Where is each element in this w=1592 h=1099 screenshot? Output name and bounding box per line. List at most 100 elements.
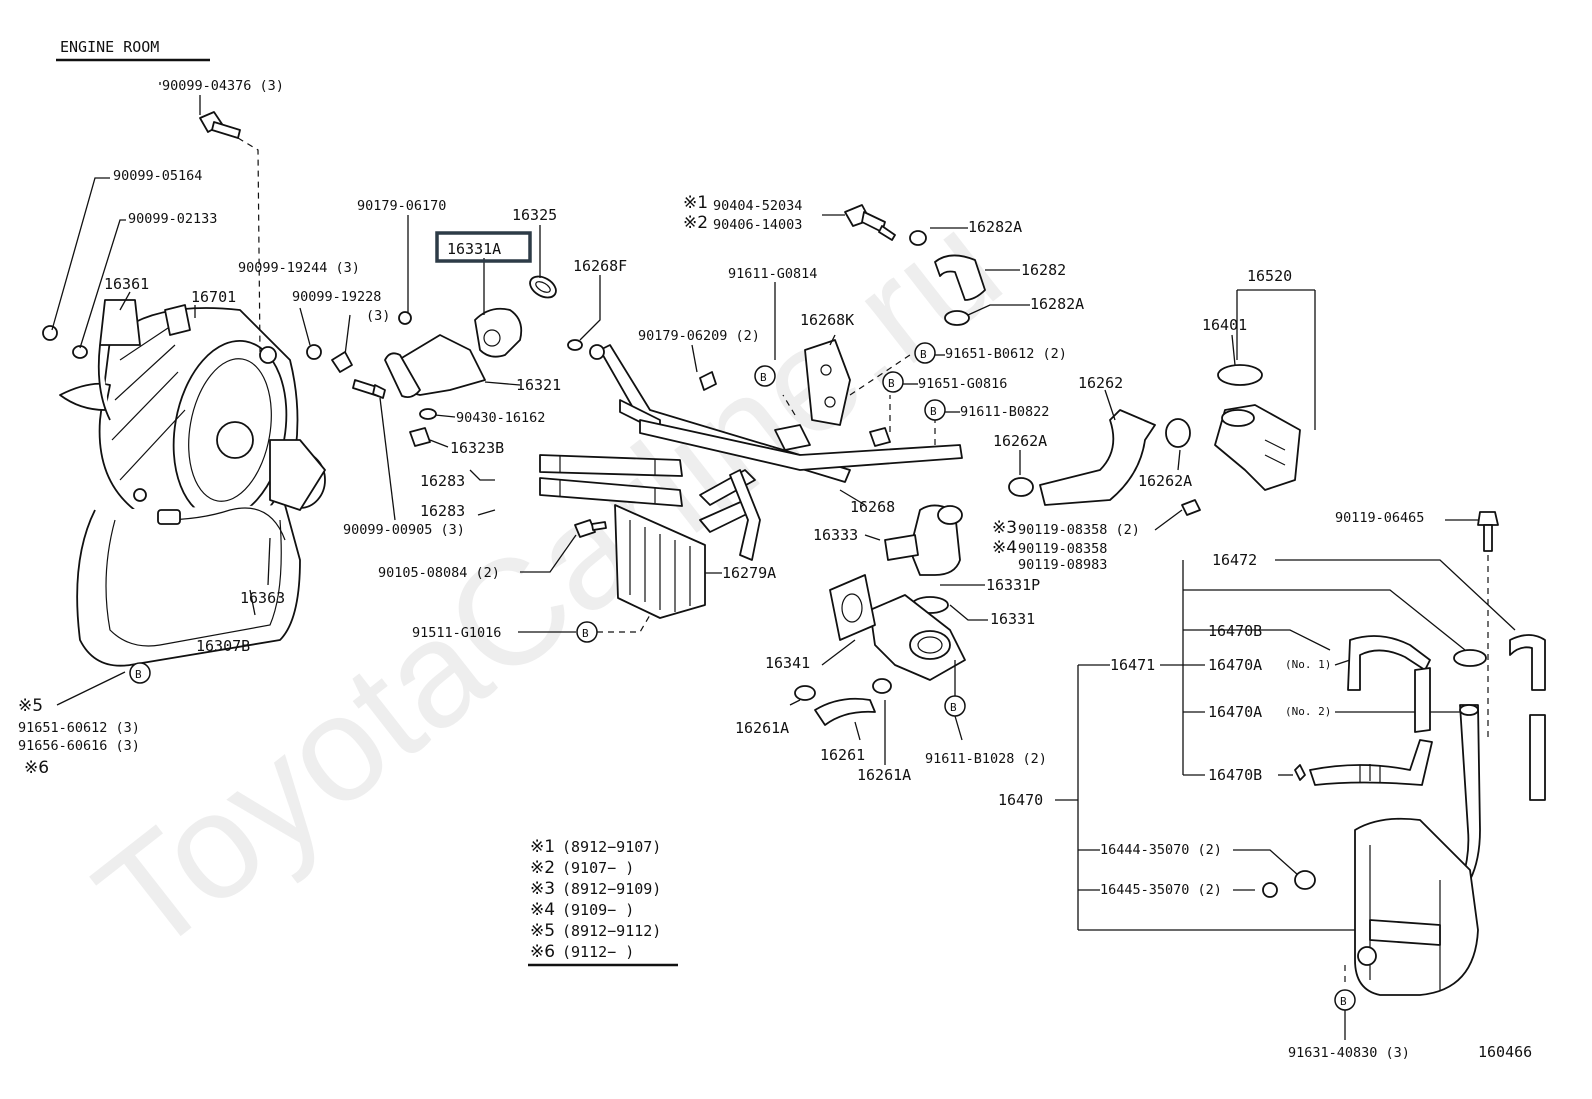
label-90105-08084: 90105-08084 (2) bbox=[378, 565, 500, 581]
svg-text:B: B bbox=[950, 701, 957, 714]
mark-2: ※2 bbox=[683, 213, 708, 233]
legend-mark: ※5 bbox=[530, 921, 555, 941]
svg-text:B: B bbox=[135, 668, 142, 681]
label-90099-05164: 90099-05164 bbox=[113, 168, 202, 184]
label-91511-G1016: 91511-G1016 bbox=[412, 625, 501, 641]
label-90179-06170: 90179-06170 bbox=[357, 198, 446, 214]
label-16261A-mid: 16261A bbox=[857, 766, 911, 784]
water-outlet-assembly bbox=[372, 275, 583, 447]
bolt-90119-06465 bbox=[1477, 511, 1499, 552]
label-91611-G0814: 91611-G0814 bbox=[728, 266, 817, 282]
legend-mark: ※4 bbox=[530, 900, 555, 920]
heater-protector bbox=[574, 504, 706, 619]
legend-range: (9107− ) bbox=[562, 859, 634, 877]
label-16279A: 16279A bbox=[722, 564, 776, 582]
label-16268: 16268 bbox=[850, 498, 895, 516]
label-91651-G0816: 91651-G0816 bbox=[918, 376, 1007, 392]
label-16363: 16363 bbox=[240, 589, 285, 607]
label-16470B-top: 16470B bbox=[1208, 622, 1262, 640]
legend-range: (9112− ) bbox=[562, 943, 634, 961]
label-16321: 16321 bbox=[516, 376, 561, 394]
highlight-box-16331A bbox=[435, 231, 532, 263]
legend-mark: ※1 bbox=[530, 837, 555, 857]
label-90119-08358-a: 90119-08358 (2) bbox=[1018, 522, 1140, 538]
mark-4: ※4 bbox=[992, 538, 1017, 558]
label-16470A-1-no: (No. 1) bbox=[1285, 658, 1331, 671]
label-90099-19228: 90099-19228 bbox=[292, 289, 381, 305]
label-91651-60612: 91651-60612 (3) bbox=[18, 720, 140, 736]
mark-6: ※6 bbox=[24, 758, 49, 778]
ref-b-marker: B bbox=[924, 399, 946, 421]
label-16325: 16325 bbox=[512, 206, 557, 224]
label-16470A-1: 16470A bbox=[1208, 656, 1262, 674]
label-16261A-left: 16261A bbox=[735, 719, 789, 737]
label-91631-40830: 91631-40830 (3) bbox=[1288, 1045, 1410, 1061]
nut-icon bbox=[42, 325, 58, 341]
label-90099-04376: 90099-04376 (3) bbox=[162, 78, 284, 94]
radiator-neck bbox=[1214, 364, 1301, 491]
label-16361: 16361 bbox=[104, 275, 149, 293]
sensor-part bbox=[844, 204, 896, 241]
legend-range: (8912−9112) bbox=[562, 922, 661, 940]
legend: ※1(8912−9107)※2(9107− )※3(8912−9109)※4(9… bbox=[530, 837, 661, 962]
ref-b-marker: B bbox=[576, 621, 598, 643]
label-90406-14003: 90406-14003 bbox=[713, 217, 802, 233]
svg-text:B: B bbox=[888, 377, 895, 390]
water-inlet-assembly bbox=[829, 504, 966, 681]
mark-1: ※1 bbox=[683, 193, 708, 213]
label-90430-16162: 90430-16162 bbox=[456, 410, 545, 426]
legend-range: (8912−9107) bbox=[562, 838, 661, 856]
label-16268F: 16268F bbox=[573, 257, 627, 275]
label-16444-35070: 16444-35070 (2) bbox=[1100, 842, 1222, 858]
mark-5: ※5 bbox=[18, 696, 43, 716]
svg-text:B: B bbox=[930, 405, 937, 418]
bracket-16268K bbox=[804, 339, 851, 426]
hose-16262 bbox=[1008, 409, 1191, 506]
label-90179-06209: 90179-06209 (2) bbox=[638, 328, 760, 344]
label-16283-b: 16283 bbox=[420, 502, 465, 520]
label-16331P: 16331P bbox=[986, 576, 1040, 594]
svg-text:B: B bbox=[1340, 995, 1347, 1008]
reservoir-tank bbox=[1262, 704, 1481, 996]
label-16268K: 16268K bbox=[800, 311, 854, 329]
label-16331: 16331 bbox=[990, 610, 1035, 628]
label-90099-19228-qty: (3) bbox=[366, 308, 390, 324]
label-16445-35070: 16445-35070 (2) bbox=[1100, 882, 1222, 898]
label-16282A-top: 16282A bbox=[968, 218, 1022, 236]
label-90099-00905: 90099-00905 (3) bbox=[343, 522, 465, 538]
label-16701: 16701 bbox=[191, 288, 236, 306]
bolt-icon bbox=[199, 111, 241, 139]
ref-b-marker: B bbox=[882, 371, 904, 393]
label-16283-a: 16283 bbox=[420, 472, 465, 490]
svg-text:B: B bbox=[920, 348, 927, 361]
diagram-title: ENGINE ROOM bbox=[60, 38, 159, 56]
label-16470: 16470 bbox=[998, 791, 1043, 809]
label-91651-B0612: 91651-B0612 (2) bbox=[945, 346, 1067, 362]
label-16262A-bot: 16262A bbox=[1138, 472, 1192, 490]
ref-b-marker: B bbox=[914, 342, 936, 364]
legend-range: (9109− ) bbox=[562, 901, 634, 919]
label-16262: 16262 bbox=[1078, 374, 1123, 392]
label-16262A-top: 16262A bbox=[993, 432, 1047, 450]
label-16261: 16261 bbox=[820, 746, 865, 764]
reservoir-hoses bbox=[1294, 634, 1546, 801]
svg-text:B: B bbox=[760, 371, 767, 384]
svg-text:B: B bbox=[582, 627, 589, 640]
label-90404-52034: 90404-52034 bbox=[713, 198, 802, 214]
label-90119-06465: 90119-06465 bbox=[1335, 510, 1424, 526]
label-90099-19244: 90099-19244 (3) bbox=[238, 260, 360, 276]
label-90099-02133: 90099-02133 bbox=[128, 211, 217, 227]
ref-b-marker: B bbox=[1334, 989, 1356, 1011]
ref-b-marker: B bbox=[944, 695, 966, 717]
label-91656-60616: 91656-60616 (3) bbox=[18, 738, 140, 754]
label-16333: 16333 bbox=[813, 526, 858, 544]
label-16401: 16401 bbox=[1202, 316, 1247, 334]
label-91611-B1028: 91611-B1028 (2) bbox=[925, 751, 1047, 767]
label-16282A-bot: 16282A bbox=[1030, 295, 1084, 313]
fan-assembly bbox=[42, 111, 326, 667]
figure-id: 160466 bbox=[1478, 1043, 1532, 1061]
legend-range: (8912−9109) bbox=[562, 880, 661, 898]
label-16470A-2-no: (No. 2) bbox=[1285, 705, 1331, 718]
label-16470B-bot: 16470B bbox=[1208, 766, 1262, 784]
